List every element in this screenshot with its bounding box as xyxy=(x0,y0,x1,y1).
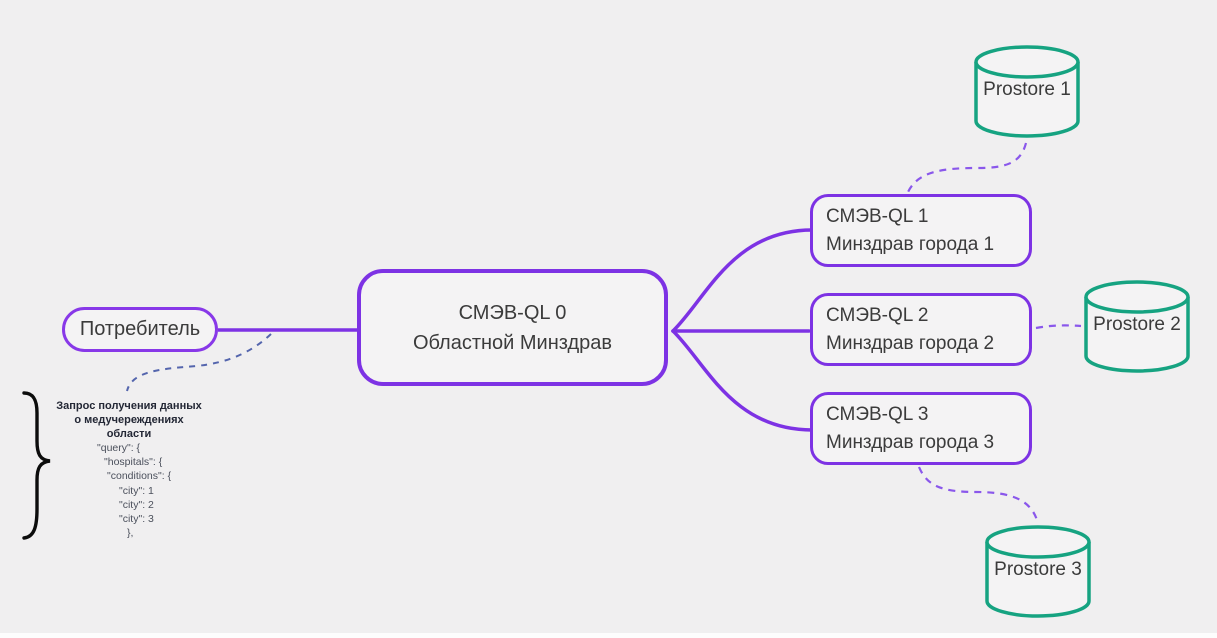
node-ql2[interactable]: СМЭВ-QL 2 Минздрав города 2 xyxy=(810,293,1032,366)
node-ql2-line2: Минздрав города 2 xyxy=(826,332,995,354)
node-db1[interactable]: Prostore 1 xyxy=(973,42,1081,140)
node-central-line1: СМЭВ-QL 0 xyxy=(458,301,567,324)
annotation-code-line: "conditions": { xyxy=(107,470,172,483)
node-ql1-line2: Минздрав города 1 xyxy=(826,233,995,255)
database-cylinder-icon xyxy=(974,45,1080,138)
node-consumer-label: Потребитель xyxy=(79,318,201,340)
annotation-code-line: }, xyxy=(127,527,134,540)
edge-db1-ql1[interactable] xyxy=(907,142,1028,193)
edge-central-ql1[interactable] xyxy=(671,228,814,333)
annotation-code-line: "query": { xyxy=(97,442,141,454)
node-ql3-line2: Минздрав города 3 xyxy=(826,431,995,453)
annotation-code-line: "hospitals": { xyxy=(104,456,163,469)
annotation-code-line: "city": 2 xyxy=(119,498,154,511)
node-central[interactable]: СМЭВ-QL 0 Областной Минздрав xyxy=(357,269,668,386)
database-cylinder-icon xyxy=(1084,280,1190,373)
annotation-title-line: Запрос получения данных xyxy=(56,400,202,412)
curly-brace[interactable] xyxy=(22,391,51,540)
annotation-note[interactable]: Запрос получения данных о медучереждения… xyxy=(50,399,208,540)
node-db1-label: Prostore 1 xyxy=(983,79,1071,100)
edge-ql2-db2[interactable] xyxy=(1035,324,1082,330)
annotation-code-line: "city": 1 xyxy=(119,484,154,497)
database-cylinder-icon xyxy=(985,525,1091,618)
node-ql1[interactable]: СМЭВ-QL 1 Минздрав города 1 xyxy=(810,194,1032,267)
annotation-code-line: "city": 3 xyxy=(119,513,154,526)
node-ql3[interactable]: СМЭВ-QL 3 Минздрав города 3 xyxy=(810,392,1032,465)
node-db3-label: Prostore 3 xyxy=(994,559,1082,580)
node-ql2-line1: СМЭВ-QL 2 xyxy=(826,304,929,326)
node-ql3-line1: СМЭВ-QL 3 xyxy=(826,403,929,425)
annotation-title-line: области xyxy=(106,428,152,440)
node-db2[interactable]: Prostore 2 xyxy=(1083,277,1191,375)
node-central-line2: Областной Минздрав xyxy=(412,331,613,354)
annotation-title: Запрос получения данных о медучереждения… xyxy=(50,399,208,441)
annotation-title-line: о медучереждениях xyxy=(74,414,184,426)
node-db3[interactable]: Prostore 3 xyxy=(984,522,1092,620)
edge-ql3-db3[interactable] xyxy=(917,466,1039,521)
annotation-query-code: "query": { "hospitals": { "conditions": … xyxy=(50,441,208,540)
node-consumer[interactable]: Потребитель xyxy=(62,307,218,352)
window-bottom-edge xyxy=(0,633,1217,638)
edge-central-ql3[interactable] xyxy=(671,329,814,432)
node-db2-label: Prostore 2 xyxy=(1093,314,1181,335)
node-ql1-line1: СМЭВ-QL 1 xyxy=(826,205,929,227)
